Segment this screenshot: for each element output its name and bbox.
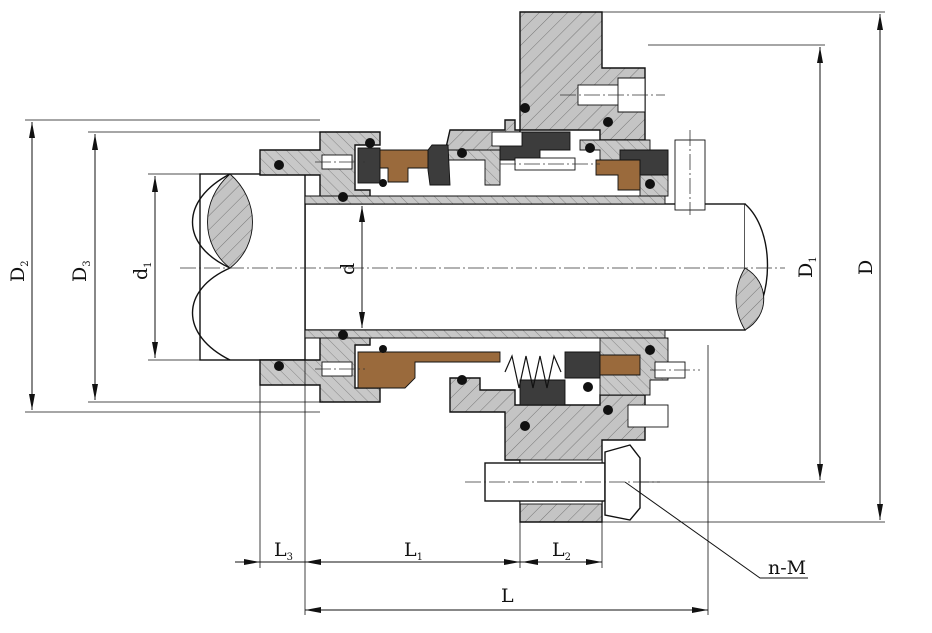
shaft — [192, 173, 769, 361]
arrow — [359, 206, 365, 222]
sleeve-upper — [304, 195, 666, 205]
arrow — [692, 607, 708, 613]
label-L: L — [501, 585, 514, 607]
label-D1: D1 — [795, 256, 819, 278]
o-ring — [338, 330, 348, 340]
o-ring — [583, 382, 593, 392]
label-D2: D2 — [7, 260, 31, 282]
label-n-M: n-M — [768, 557, 806, 579]
extension-lines — [25, 11, 885, 615]
arrow — [29, 394, 35, 410]
arrow — [522, 559, 538, 565]
o-ring — [274, 361, 284, 371]
dimension-lines — [29, 14, 883, 613]
arrow — [817, 464, 823, 480]
screw-lower-head — [627, 404, 669, 428]
o-ring — [365, 138, 375, 148]
sleeve-lower — [304, 329, 666, 339]
flange-upper — [444, 11, 646, 153]
carbon-ring-lower — [519, 379, 566, 406]
label-D3: D3 — [69, 260, 93, 282]
arrow — [152, 176, 158, 192]
label-D: D — [855, 260, 877, 275]
o-ring — [585, 143, 595, 153]
o-ring — [457, 375, 467, 385]
rubber-ring-upper-left — [357, 147, 381, 184]
dimension-labels: D2 D3 d1 d D1 D L3 L1 L2 L n-M — [7, 256, 877, 607]
o-ring — [379, 179, 387, 187]
bolt-nut — [604, 444, 641, 521]
pin-upper-mid — [491, 131, 523, 147]
o-ring — [274, 160, 284, 170]
arrow — [586, 559, 602, 565]
arrow — [29, 122, 35, 138]
spring — [504, 354, 562, 389]
arrow — [305, 607, 321, 613]
o-ring — [338, 192, 348, 202]
arrow — [92, 384, 98, 400]
arrow — [359, 312, 365, 328]
center-lines — [180, 94, 785, 483]
stationary-face-upper — [377, 149, 429, 183]
label-L2: L2 — [552, 539, 571, 563]
arrow — [244, 559, 260, 565]
o-ring — [379, 345, 387, 353]
shaft-break-section-right — [735, 267, 765, 331]
leader-n-M — [624, 481, 808, 579]
arrow — [504, 559, 520, 565]
o-ring — [603, 405, 613, 415]
o-ring — [645, 179, 655, 189]
seal-faces — [357, 131, 669, 406]
rotating-ring-lower — [564, 351, 601, 379]
stationary-face-lower — [357, 351, 501, 389]
arrow — [152, 342, 158, 358]
o-ring — [603, 117, 613, 127]
label-d1: d1 — [130, 261, 154, 280]
arrow — [877, 504, 883, 520]
carbon-ring-upper — [427, 144, 451, 186]
arrow — [92, 134, 98, 150]
bronze-upper-right — [595, 159, 641, 191]
screw-top-head — [617, 77, 646, 113]
carbon-upper-right — [619, 149, 669, 176]
spring-coil — [504, 354, 562, 389]
arrow — [817, 47, 823, 63]
bronze-lower-right — [599, 354, 641, 376]
label-L1: L1 — [404, 539, 423, 563]
shaft-body — [304, 203, 746, 331]
o-ring — [457, 148, 467, 158]
o-ring — [645, 345, 655, 355]
o-rings — [274, 103, 655, 431]
o-ring — [520, 421, 530, 431]
o-ring — [520, 103, 530, 113]
arrow — [877, 14, 883, 30]
label-L3: L3 — [274, 539, 293, 563]
label-d: d — [337, 263, 359, 275]
